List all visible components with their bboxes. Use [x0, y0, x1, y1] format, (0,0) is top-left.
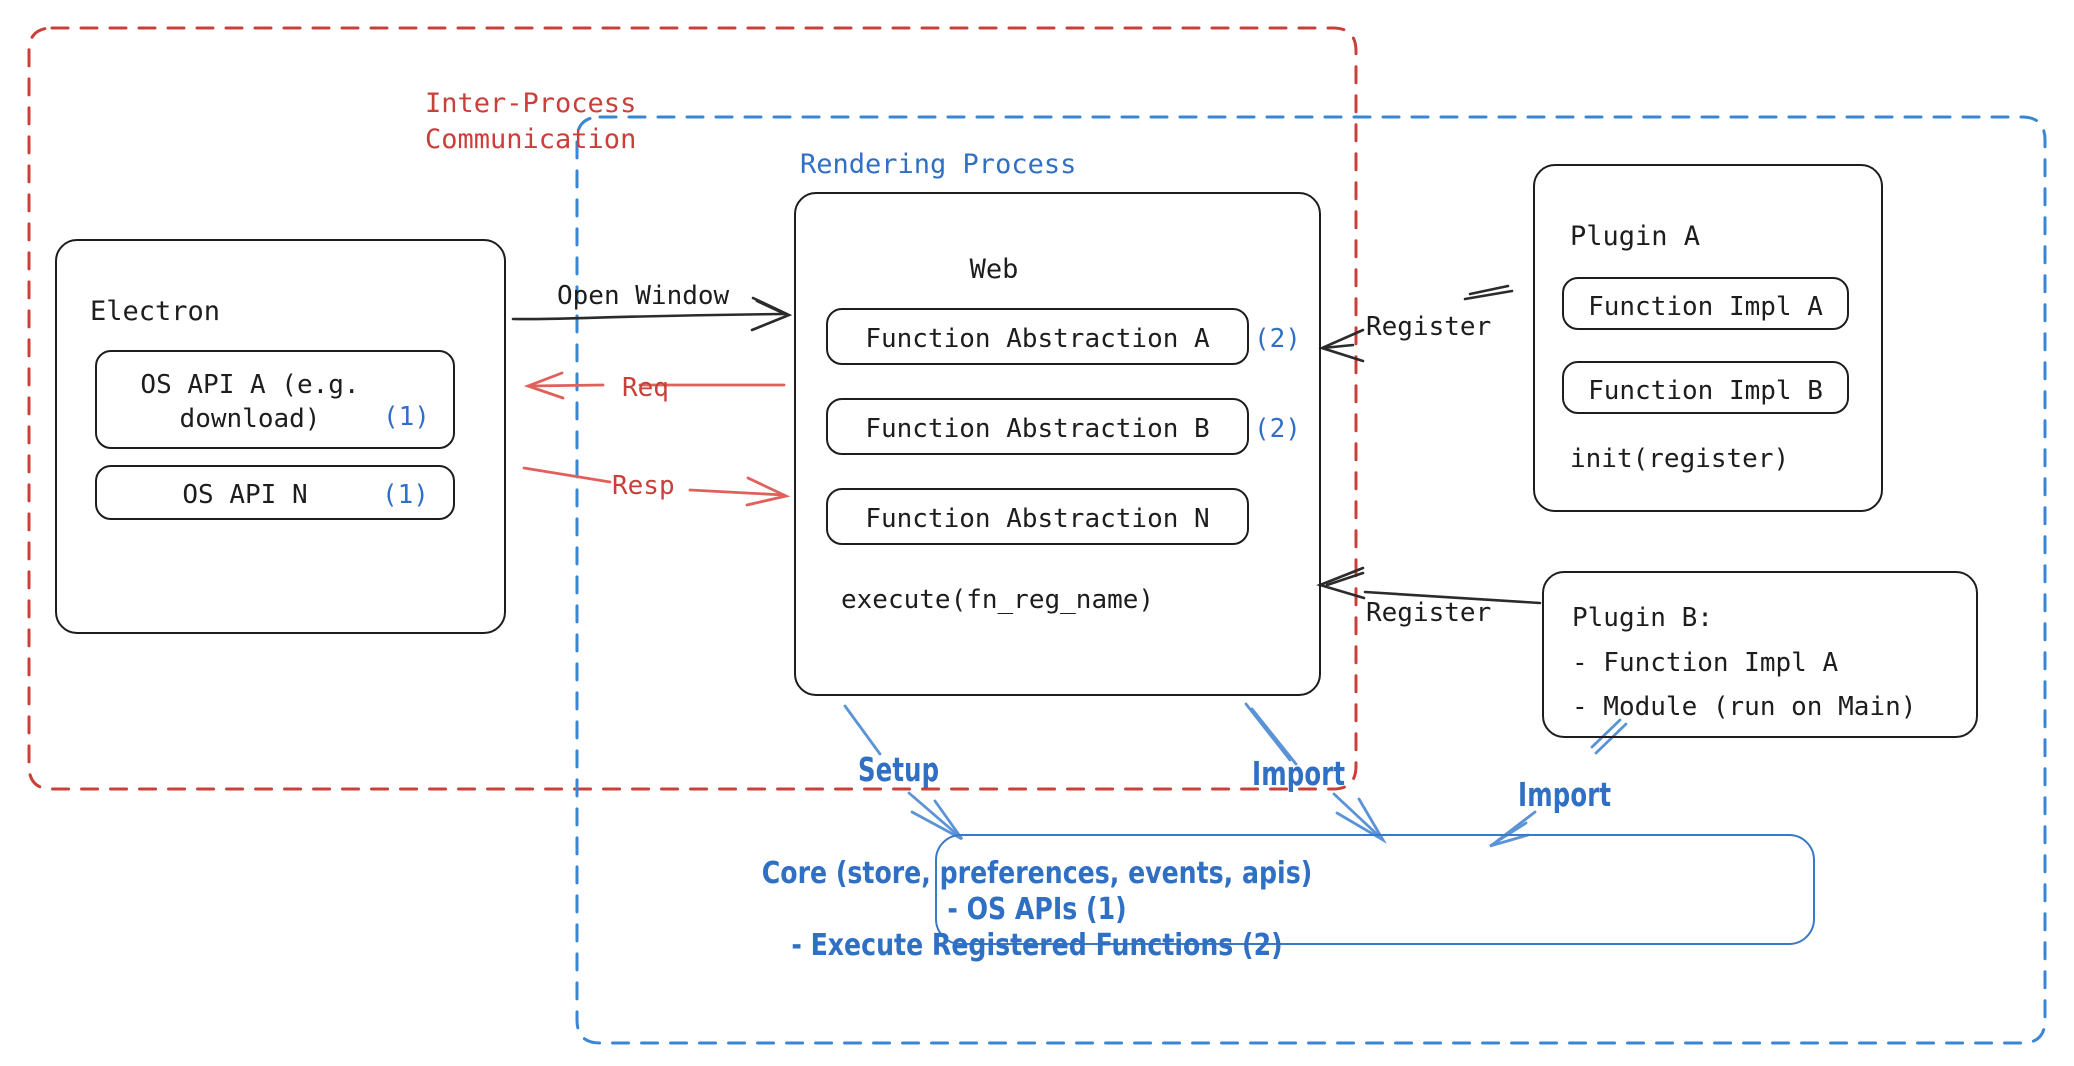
ipc-title: Inter-Process Communication	[425, 88, 637, 155]
electron-box[interactable]	[55, 239, 506, 634]
edge-label-register-a: Register	[1366, 312, 1492, 342]
core-box[interactable]	[935, 834, 1815, 945]
edge-label-req: Req	[622, 373, 669, 403]
plugin-b-item-1: - Module (run on Main)	[1572, 692, 1917, 722]
edge-label-register-b: Register	[1366, 598, 1492, 628]
core-line-1: - OS APIs (1)	[0, 890, 2074, 930]
plugin-b-box[interactable]	[1542, 571, 1978, 738]
edge-label-setup: Setup	[858, 750, 940, 789]
core-line-0-text: Core (store, preferences, events, apis)	[761, 856, 1313, 891]
web-title: Web	[969, 254, 1019, 285]
function-abstraction-n-box[interactable]	[826, 488, 1249, 545]
plugin-a-box[interactable]	[1533, 164, 1883, 512]
plugin-a-title: Plugin A	[1570, 221, 1701, 252]
plugin-b-title: Plugin B:	[1572, 603, 1713, 633]
function-abstraction-b-marker: (2)	[1254, 414, 1301, 444]
function-abstraction-b-label: Function Abstraction B	[865, 414, 1210, 444]
core-line-1-text: - OS APIs (1)	[947, 892, 1127, 927]
os-api-n-label: OS API N	[182, 480, 308, 510]
core-line-0: Core (store, preferences, events, apis)	[0, 854, 2074, 894]
function-impl-a-label: Function Impl A	[1588, 292, 1823, 322]
function-impl-b-box[interactable]	[1562, 361, 1849, 414]
function-impl-a-box[interactable]	[1562, 277, 1849, 330]
os-api-a-box[interactable]	[95, 350, 455, 449]
function-abstraction-a-label: Function Abstraction A	[865, 324, 1210, 354]
web-box[interactable]	[794, 192, 1321, 696]
core-line-2-text: - Execute Registered Functions (2)	[791, 928, 1283, 963]
function-abstraction-a-box[interactable]	[826, 308, 1249, 365]
edge-label-import-web: Import	[1252, 754, 1346, 793]
rendering-process-title: Rendering Process	[800, 149, 1077, 180]
os-api-n-box[interactable]	[95, 465, 455, 520]
os-api-n-marker: (1)	[382, 480, 429, 510]
plugin-b-item-0: - Function Impl A	[1572, 648, 1839, 678]
web-execute-label: execute(fn_reg_name)	[841, 585, 1155, 615]
edge-label-resp: Resp	[612, 471, 675, 501]
os-api-a-label: OS API A (e.g. download)	[140, 370, 360, 435]
os-api-a-marker: (1)	[383, 402, 430, 432]
edge-label-import-plugin: Import	[1518, 775, 1612, 814]
core-line-2: - Execute Registered Functions (2)	[0, 926, 2074, 966]
plugin-a-init-label: init(register)	[1570, 444, 1790, 474]
edge-label-open-window: Open Window	[557, 281, 730, 311]
function-abstraction-b-box[interactable]	[826, 398, 1249, 455]
electron-title: Electron	[90, 296, 221, 327]
function-impl-b-label: Function Impl B	[1588, 376, 1823, 406]
function-abstraction-a-marker: (2)	[1254, 324, 1301, 354]
function-abstraction-n-label: Function Abstraction N	[865, 504, 1210, 534]
